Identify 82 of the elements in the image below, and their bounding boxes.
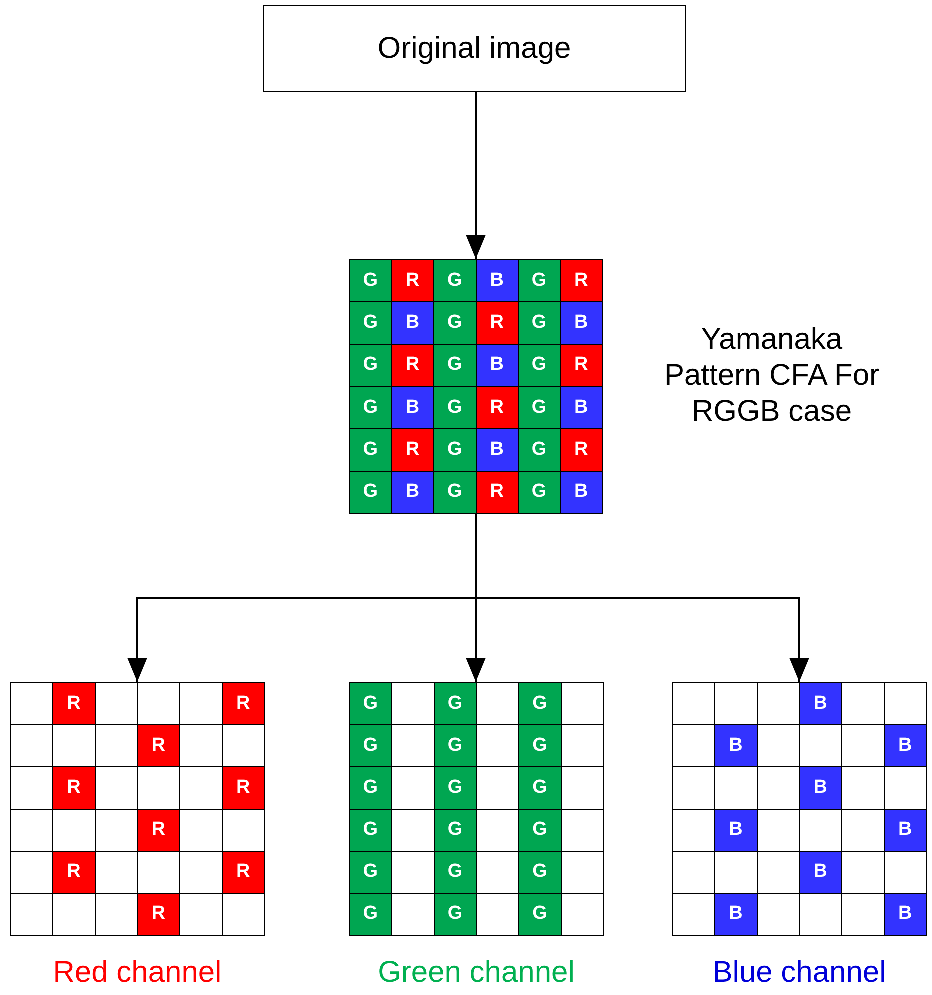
filter-cell: G	[350, 386, 392, 428]
filter-cell: B	[392, 386, 434, 428]
filter-cell: B	[800, 767, 842, 808]
filter-cell: B	[715, 894, 757, 935]
filter-cell: G	[434, 302, 476, 344]
filter-cell: R	[560, 260, 602, 302]
filter-cell: R	[392, 344, 434, 386]
filter-cell: R	[222, 683, 264, 724]
filter-cell: G	[350, 725, 392, 766]
filter-cell: R	[222, 767, 264, 808]
filter-cell: G	[518, 344, 560, 386]
filter-cell: G	[350, 683, 392, 724]
pixel-grid	[349, 259, 603, 514]
filter-cell: B	[715, 810, 757, 851]
filter-cell: R	[53, 767, 95, 808]
filter-cell: B	[560, 386, 602, 428]
filter-cell: R	[476, 386, 518, 428]
filter-cell: R	[53, 852, 95, 893]
filter-cell: G	[519, 725, 561, 766]
pattern-caption: Yamanaka Pattern CFA For RGGB case	[663, 322, 881, 430]
filter-cell: R	[560, 429, 602, 471]
filter-cell: R	[222, 852, 264, 893]
pixel-grid	[349, 682, 604, 936]
filter-cell: G	[434, 894, 476, 935]
filter-cell: R	[392, 260, 434, 302]
filter-cell: G	[434, 767, 476, 808]
filter-cell: G	[350, 894, 392, 935]
filter-cell: B	[476, 260, 518, 302]
filter-cell: B	[800, 683, 842, 724]
filter-cell: B	[800, 852, 842, 893]
filter-cell: R	[560, 344, 602, 386]
filter-cell: G	[434, 344, 476, 386]
filter-cell: G	[350, 260, 392, 302]
filter-cell: G	[518, 472, 560, 513]
filter-cell: G	[518, 429, 560, 471]
filter-cell: G	[434, 386, 476, 428]
filter-cell: G	[434, 725, 476, 766]
filter-cell: B	[476, 344, 518, 386]
filter-cell: G	[434, 260, 476, 302]
filter-cell: R	[476, 472, 518, 513]
filter-cell: G	[434, 429, 476, 471]
filter-cell: G	[350, 852, 392, 893]
filter-cell: G	[434, 852, 476, 893]
filter-cell: R	[392, 429, 434, 471]
filter-cell: B	[715, 725, 757, 766]
filter-cell: R	[138, 810, 180, 851]
pixel-grid	[672, 682, 927, 936]
filter-cell: G	[434, 472, 476, 513]
filter-cell: G	[519, 767, 561, 808]
channel-caption: Green channel	[377, 955, 576, 991]
arrow	[466, 92, 486, 259]
filter-cell: G	[518, 260, 560, 302]
filter-cell: G	[518, 302, 560, 344]
filter-cell: G	[350, 810, 392, 851]
filter-cell: B	[884, 894, 926, 935]
filter-cell: R	[138, 725, 180, 766]
filter-cell: G	[434, 683, 476, 724]
filter-cell: G	[519, 852, 561, 893]
filter-cell: G	[350, 472, 392, 513]
filter-cell: G	[518, 386, 560, 428]
filter-cell: G	[519, 683, 561, 724]
filter-cell: B	[392, 472, 434, 513]
filter-cell: B	[560, 302, 602, 344]
filter-cell: G	[519, 894, 561, 935]
filter-cell: R	[138, 894, 180, 935]
filter-cell: B	[560, 472, 602, 513]
filter-cell: B	[884, 725, 926, 766]
filter-cell: B	[476, 429, 518, 471]
filter-cell: B	[884, 810, 926, 851]
filter-cell: B	[392, 302, 434, 344]
filter-cell: G	[350, 302, 392, 344]
filter-cell: G	[350, 429, 392, 471]
filter-cell: G	[350, 344, 392, 386]
filter-cell: R	[53, 683, 95, 724]
filter-cell: G	[434, 810, 476, 851]
channel-caption: Blue channel	[712, 955, 888, 991]
filter-cell: G	[350, 767, 392, 808]
process-box: Original image	[263, 5, 686, 92]
filter-cell: R	[476, 302, 518, 344]
pixel-grid	[10, 682, 265, 936]
filter-cell: G	[519, 810, 561, 851]
channel-caption: Red channel	[52, 955, 223, 991]
